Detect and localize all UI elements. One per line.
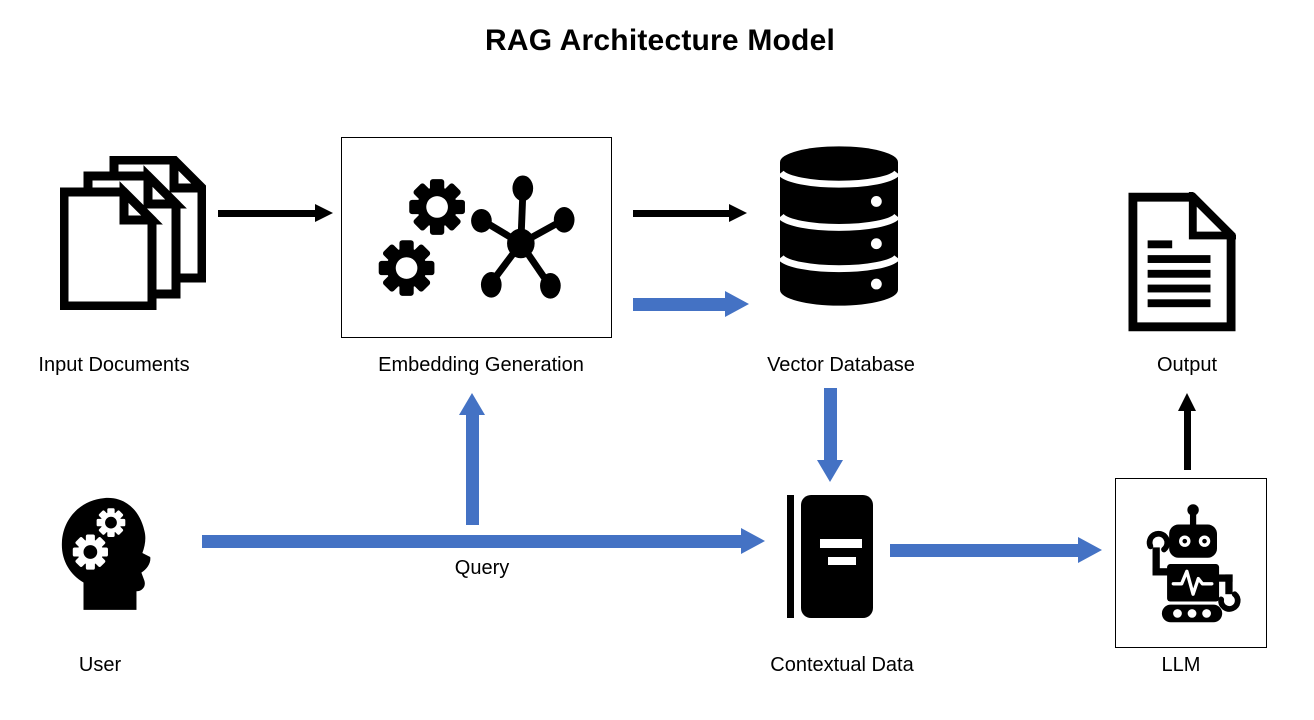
arrow-shaft (823, 388, 837, 460)
arrow-user-to-contextual (202, 528, 765, 554)
arrow-shaft (890, 543, 1078, 557)
arrow-head (459, 393, 485, 415)
arrow-head (1078, 537, 1102, 563)
arrow-head (741, 528, 765, 554)
arrow-embedding-to-vectordb-blue (633, 291, 749, 317)
query-edge-label: Query (454, 557, 510, 579)
arrow-shaft (218, 209, 315, 217)
arrow-llm-to-output (1178, 393, 1196, 470)
vector-database-label: Vector Database (767, 354, 915, 376)
arrow-shaft (633, 209, 729, 217)
head-gears-icon (61, 497, 151, 610)
arrow-query-to-embedding (459, 393, 485, 525)
user-label: User (78, 654, 122, 676)
arrow-vectordb-to-contextual (817, 388, 843, 482)
arrow-head (725, 291, 749, 317)
arrow-head (729, 204, 747, 222)
document-lines-icon (1128, 192, 1236, 332)
robot-icon (1146, 504, 1241, 623)
arrow-head (817, 460, 843, 482)
database-cylinder-icon (780, 146, 898, 306)
arrow-head (1178, 393, 1196, 411)
diagram-title: RAG Architecture Model (484, 24, 836, 57)
arrow-shaft (202, 534, 741, 548)
embedding-generation-label: Embedding Generation (378, 354, 584, 376)
llm-label: LLM (1161, 654, 1201, 676)
arrow-shaft (465, 415, 479, 525)
arrow-head (315, 204, 333, 222)
input-documents-label: Input Documents (38, 354, 190, 376)
embedding-generation-box (341, 137, 612, 338)
arrow-shaft (1183, 411, 1191, 470)
arrow-embedding-to-vectordb-black (633, 204, 747, 222)
output-label: Output (1156, 354, 1218, 376)
notebook-icon (787, 495, 873, 618)
gears-network-icon (378, 174, 575, 299)
contextual-data-label: Contextual Data (770, 654, 914, 676)
arrow-input-to-embedding (218, 204, 333, 222)
documents-stack-icon (60, 156, 206, 310)
llm-box (1115, 478, 1267, 648)
arrow-shaft (633, 297, 725, 311)
arrow-contextual-to-llm (890, 537, 1102, 563)
